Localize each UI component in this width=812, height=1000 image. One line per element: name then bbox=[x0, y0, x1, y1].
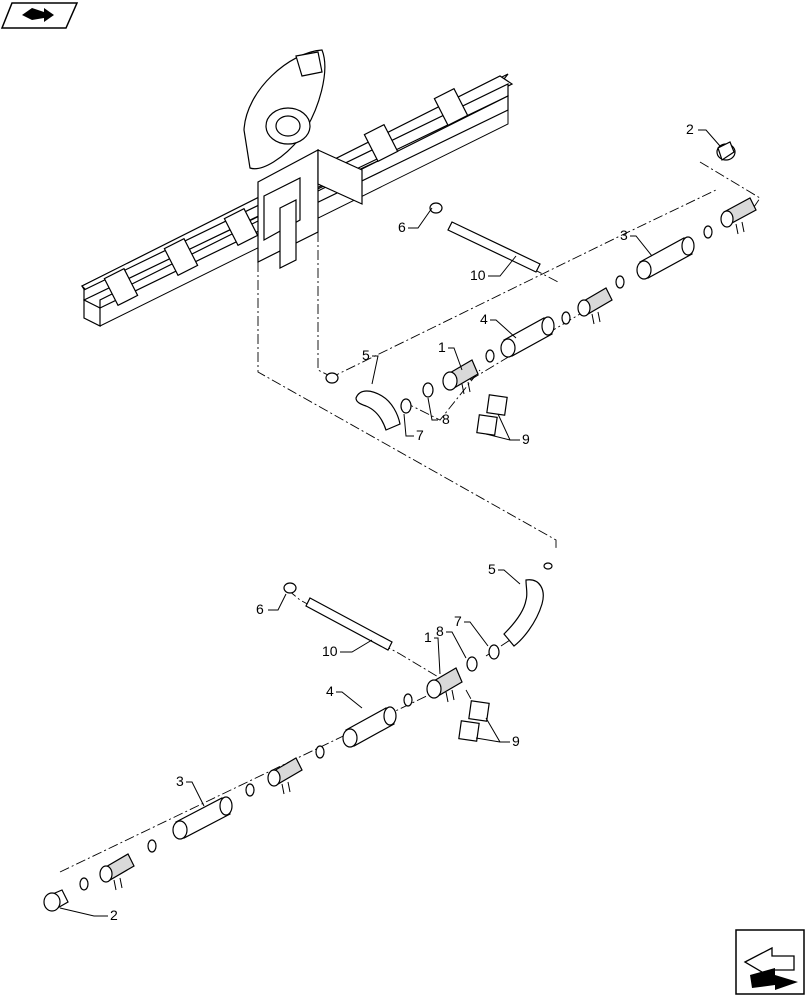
callout-4-lower: 4 bbox=[326, 683, 334, 699]
tube-4-upper bbox=[500, 316, 555, 358]
clamp-upper-middle bbox=[577, 287, 613, 325]
callout-1-lower: 1 bbox=[424, 629, 432, 645]
elbow-5-upper bbox=[355, 390, 401, 431]
callout-10-upper: 10 bbox=[470, 267, 486, 283]
clamp-lower-middle bbox=[267, 757, 303, 795]
callout-1-upper: 1 bbox=[438, 339, 446, 355]
rod-10-lower bbox=[305, 597, 393, 651]
callout-9-upper: 9 bbox=[522, 431, 530, 447]
end-cap-upper bbox=[716, 141, 736, 161]
callout-6-upper: 6 bbox=[398, 219, 406, 235]
rod-10-upper bbox=[447, 221, 541, 273]
clamp-lower-left bbox=[99, 853, 135, 891]
upper-assembly bbox=[325, 141, 757, 436]
callout-5-lower: 5 bbox=[488, 561, 496, 577]
callout-10-lower: 10 bbox=[322, 643, 338, 659]
plug-6-lower bbox=[283, 582, 297, 594]
callout-7-lower: 7 bbox=[454, 613, 462, 629]
tube-4-lower bbox=[342, 706, 397, 748]
callout-8-upper: 8 bbox=[442, 411, 450, 427]
callout-5-upper: 5 bbox=[362, 347, 370, 363]
toolbar-frame bbox=[80, 49, 514, 327]
lower-assembly bbox=[43, 562, 553, 912]
elbow-5-lower bbox=[503, 579, 544, 647]
ring-8-lower bbox=[466, 656, 478, 672]
callout-9-lower: 9 bbox=[512, 733, 520, 749]
coupler-1-upper bbox=[442, 359, 479, 395]
book-arrow-icon[interactable] bbox=[0, 2, 79, 29]
callout-2-upper: 2 bbox=[686, 121, 694, 137]
ring-7-lower bbox=[488, 644, 500, 660]
leader-lines bbox=[59, 129, 721, 917]
decals-9-upper bbox=[476, 394, 508, 436]
callout-3-lower: 3 bbox=[176, 773, 184, 789]
callout-6-lower: 6 bbox=[256, 601, 264, 617]
callout-labels: 2 3 4 1 5 6 10 7 8 9 5 7 8 1 6 10 4 9 3 … bbox=[110, 121, 694, 923]
tube-3-lower bbox=[172, 796, 233, 840]
callout-2-lower: 2 bbox=[110, 907, 118, 923]
callout-4-upper: 4 bbox=[480, 311, 488, 327]
callout-3-upper: 3 bbox=[620, 227, 628, 243]
ring-7-upper bbox=[400, 398, 412, 414]
end-cap-lower bbox=[43, 889, 69, 912]
coupler-1-lower bbox=[426, 667, 463, 703]
plug-6-upper bbox=[429, 202, 443, 214]
callout-7-upper: 7 bbox=[416, 427, 424, 443]
next-page-arrow-icon[interactable] bbox=[735, 929, 805, 995]
decals-9-lower bbox=[458, 700, 490, 742]
tube-3-upper bbox=[636, 236, 695, 280]
clamp-upper-right bbox=[720, 197, 757, 235]
callout-8-lower: 8 bbox=[436, 623, 444, 639]
ring-8-upper bbox=[422, 382, 434, 398]
